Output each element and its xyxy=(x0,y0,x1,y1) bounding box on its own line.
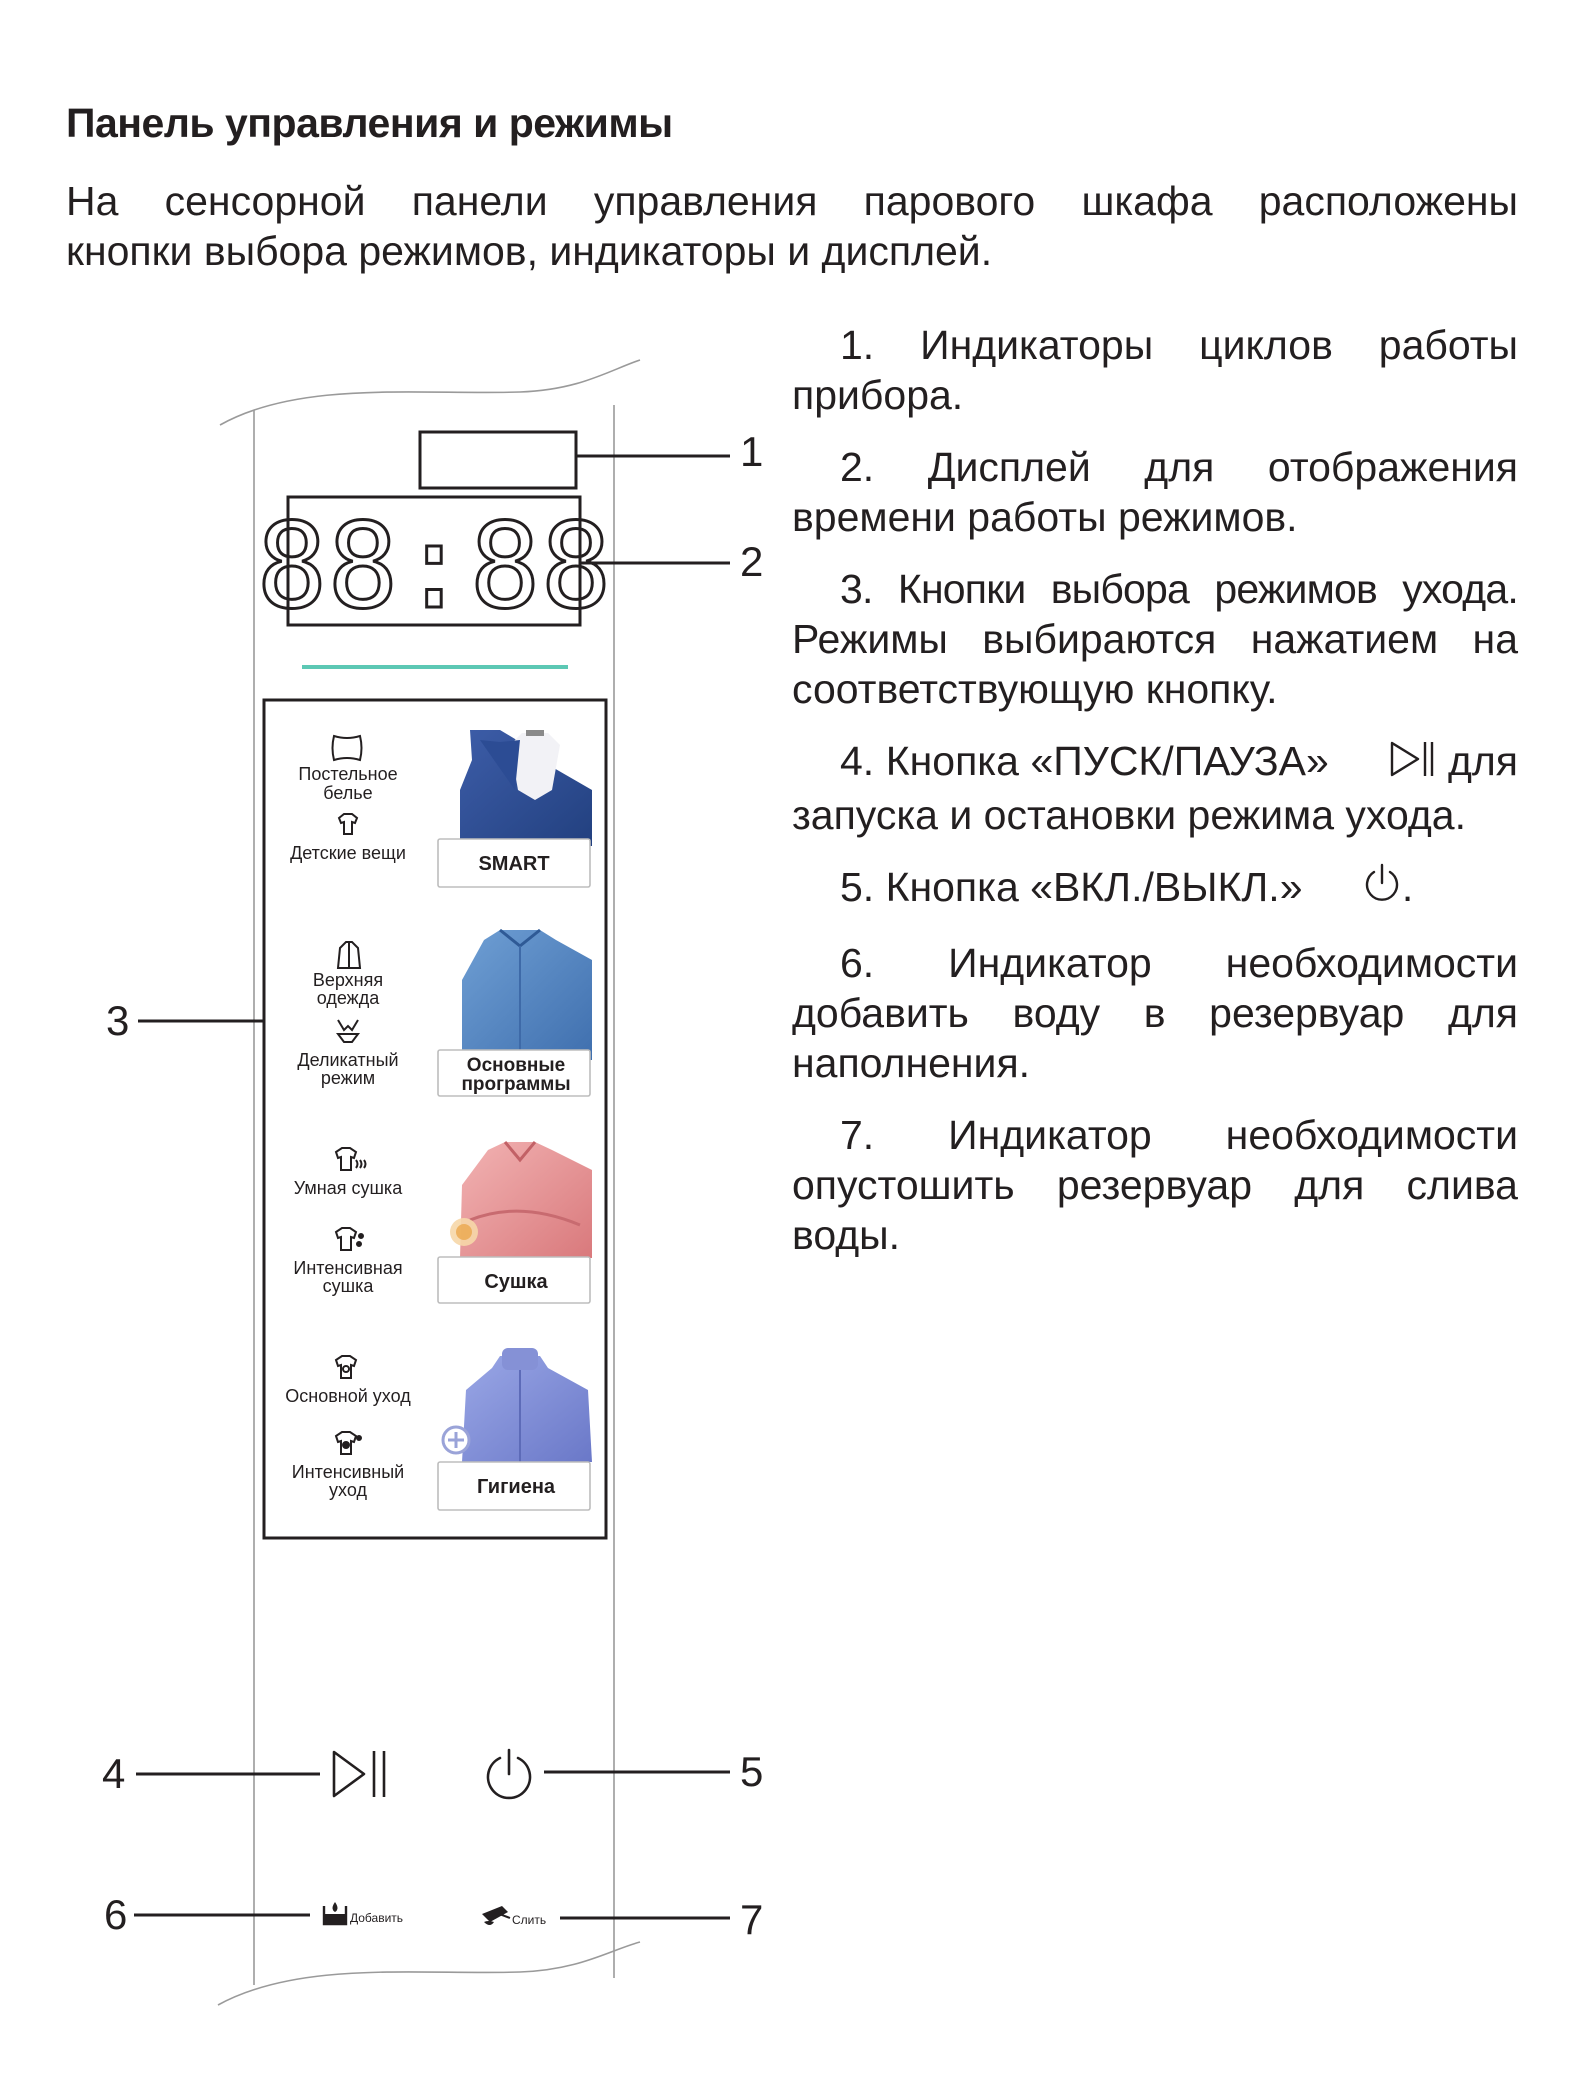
time-display: 88:88 xyxy=(255,495,613,637)
delicate-icon xyxy=(336,1019,360,1043)
list-item-4-text-a: 4. Кнопка «ПУСК/ПАУЗА» xyxy=(840,738,1329,784)
power-button-icon xyxy=(486,1756,532,1800)
list-item-5-text-a: 5. Кнопка «ВКЛ./ВЫКЛ.» xyxy=(840,864,1303,910)
mode-group-drying: Умная сушка Интенсивная сушка Сушка xyxy=(293,1141,592,1304)
intensive-care-icon xyxy=(334,1431,362,1455)
mode-group-smart: Постельное белье Детские вещи SMART xyxy=(290,730,592,888)
add-water-label: Добавить xyxy=(350,1911,403,1925)
list-item-3-line1: 3. Кнопки выбора режимов ухода. xyxy=(840,566,1519,612)
display-digits: 88:88 xyxy=(256,497,611,635)
panel-outline xyxy=(217,359,641,2006)
callout-6: 6 xyxy=(104,1891,127,1938)
list-item-4-text-b: для xyxy=(1447,738,1518,784)
callout-1: 1 xyxy=(740,428,763,475)
garment-image-violet-sweater xyxy=(462,1348,592,1462)
list-item-7-rest: опустошить резервуар для слива воды. xyxy=(792,1162,1518,1258)
list-item-7: 7. Индикатор необходимости опустошить ре… xyxy=(792,1110,1518,1260)
numbered-description-list: 1. Индикаторы циклов работы прибора. 2. … xyxy=(792,320,1519,1282)
list-item-3: 3. Кнопки выбора режимов ухода. Режимы в… xyxy=(792,564,1519,714)
mode-label-delicate-2: режим xyxy=(321,1068,375,1088)
list-item-1-rest: прибора. xyxy=(792,372,964,418)
mode-label-intensive-care-2: уход xyxy=(329,1480,367,1500)
hygiene-button[interactable]: Гигиена xyxy=(437,1461,591,1511)
list-item-1: 1. Индикаторы циклов работы прибора. xyxy=(792,320,1518,420)
drying-button[interactable]: Сушка xyxy=(437,1256,591,1304)
intro-line-1: На сенсорной панели управления парового … xyxy=(66,178,1518,224)
garment-image-pink-blouse xyxy=(460,1141,592,1258)
add-water-indicator: Добавить xyxy=(322,1902,403,1926)
smart-dry-icon xyxy=(334,1147,367,1171)
basic-care-icon xyxy=(334,1355,358,1379)
mode-label-intensive-dry-2: сушка xyxy=(323,1276,375,1296)
list-item-4-line1: 4. Кнопка «ПУСК/ПАУЗА» для xyxy=(792,736,1518,790)
intro-paragraph: На сенсорной панели управления парового … xyxy=(66,176,1518,276)
basic-programs-button[interactable]: Основные программы xyxy=(437,1049,591,1097)
list-item-6-rest: добавить воду в резервуар для наполнения… xyxy=(792,990,1518,1086)
list-item-7-line1: 7. Индикатор необходимости xyxy=(840,1112,1518,1158)
mode-label-outerwear-2: одежда xyxy=(317,988,380,1008)
drain-icon xyxy=(482,1906,511,1925)
steam-badge-icon xyxy=(450,1218,478,1246)
mode-label-kids-1: Детские вещи xyxy=(290,843,406,863)
baby-clothes-icon xyxy=(337,813,359,835)
power-icon xyxy=(1314,863,1402,916)
coat-icon xyxy=(336,941,362,969)
mode-label-bedding-2: белье xyxy=(323,783,372,803)
drain-label: Слить xyxy=(512,1913,546,1927)
list-item-6: 6. Индикатор необходимости добавить воду… xyxy=(792,938,1518,1088)
play-pause-button[interactable] xyxy=(332,1750,386,1798)
garment-image-denim-shirt xyxy=(462,928,592,1060)
list-item-2-rest: времени работы режимов. xyxy=(792,494,1298,540)
mode-group-hygiene: Основной уход Интенсивный уход Гигиена xyxy=(285,1348,592,1511)
mode-label-basic-care-1: Основной уход xyxy=(285,1386,411,1406)
list-item-4: 4. Кнопка «ПУСК/ПАУЗА» для запуска и ост… xyxy=(792,736,1518,840)
mode-group-basic-programs: Верхняя одежда Деликатный режим Основные… xyxy=(297,928,592,1097)
callout-3: 3 xyxy=(106,997,129,1044)
intensive-dry-icon xyxy=(334,1227,364,1251)
callout-5: 5 xyxy=(740,1748,763,1795)
list-item-1-line1: 1. Индикаторы циклов работы xyxy=(840,322,1518,368)
callout-4: 4 xyxy=(102,1750,125,1797)
mode-label-intensive-care-1: Интенсивный xyxy=(292,1462,404,1482)
basic-programs-button-label-2: программы xyxy=(461,1074,570,1095)
power-button[interactable] xyxy=(486,1748,532,1800)
mode-label-outerwear-1: Верхняя xyxy=(313,970,383,990)
list-item-4-rest: запуска и остановки режима ухода. xyxy=(792,792,1466,838)
play-pause-icon xyxy=(1340,739,1436,790)
drain-indicator: Слить xyxy=(482,1906,546,1927)
list-item-5: 5. Кнопка «ВКЛ./ВЫКЛ.» . xyxy=(792,862,1518,916)
drying-button-label: Сушка xyxy=(484,1271,548,1293)
add-water-icon xyxy=(322,1902,348,1926)
play-pause-button-icon xyxy=(332,1750,366,1798)
garment-image-blue-jacket xyxy=(460,730,592,846)
list-item-5-line1: 5. Кнопка «ВКЛ./ВЫКЛ.» . xyxy=(792,862,1518,916)
basic-programs-button-label-1: Основные xyxy=(467,1055,565,1076)
mode-label-bedding-1: Постельное xyxy=(298,764,397,784)
pillow-icon xyxy=(331,734,363,762)
page-heading: Панель управления и режимы xyxy=(66,100,673,146)
hygiene-button-label: Гигиена xyxy=(477,1476,556,1498)
list-item-2: 2. Дисплей для отображения времени работ… xyxy=(792,442,1518,542)
list-item-6-line1: 6. Индикатор необходимости xyxy=(840,940,1518,986)
smart-button-label: SMART xyxy=(478,853,549,875)
mode-buttons-frame xyxy=(262,698,608,1540)
cycle-indicator-box xyxy=(418,430,578,490)
callout-2: 2 xyxy=(740,538,763,585)
hygiene-badge-icon xyxy=(441,1425,471,1455)
list-item-3-rest: Режимы выбираются нажатием на соответств… xyxy=(792,616,1518,712)
mode-label-intensive-dry-1: Интенсивная xyxy=(293,1258,402,1278)
intro-line-2: кнопки выбора режимов, индикаторы и дисп… xyxy=(66,228,993,274)
smart-button[interactable]: SMART xyxy=(437,838,591,888)
list-item-2-line1: 2. Дисплей для отображения xyxy=(840,444,1518,490)
mode-label-smart-dry-1: Умная сушка xyxy=(294,1178,403,1198)
mode-label-delicate-1: Деликатный xyxy=(297,1050,398,1070)
list-item-5-text-b: . xyxy=(1401,864,1414,910)
callout-7: 7 xyxy=(740,1896,763,1943)
